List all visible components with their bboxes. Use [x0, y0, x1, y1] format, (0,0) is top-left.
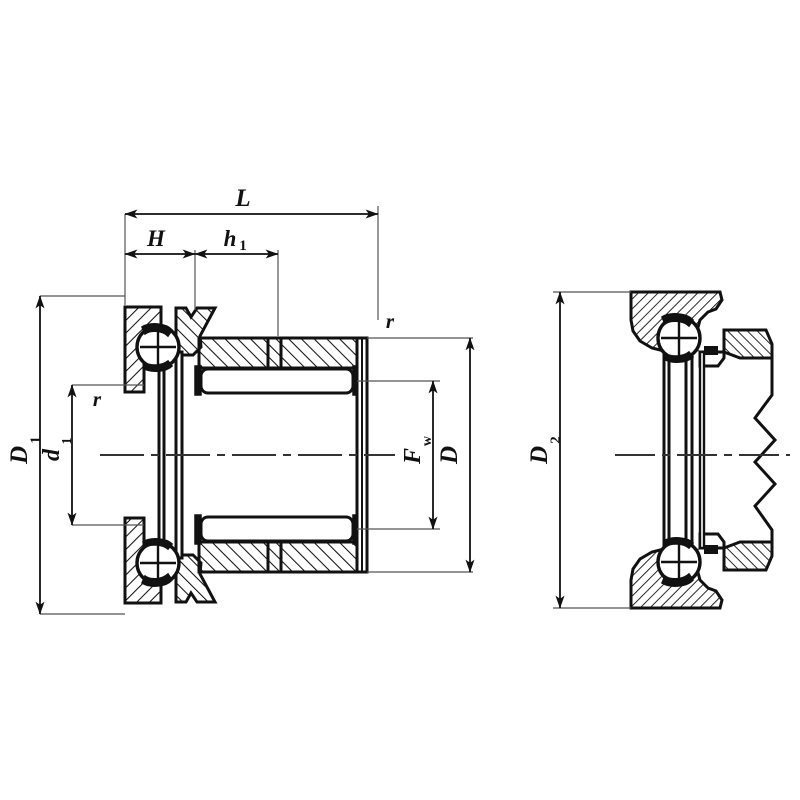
dimension-label-D1-sub: 1 — [28, 436, 44, 444]
ball-bearing-upper — [135, 324, 181, 370]
dimension-label-H: H — [146, 226, 166, 251]
right-bore-body — [698, 350, 726, 550]
dimension-label-Fw-sub: w — [420, 435, 435, 446]
dimension-lines-right-view: D 2 — [526, 291, 565, 609]
dimension-h1: h 1 — [194, 226, 279, 259]
dimension-label-D1: D — [6, 446, 33, 465]
dimension-L: L — [124, 185, 379, 219]
roller-cage-left-upper — [194, 365, 202, 396]
dimension-label-r-left: r — [93, 387, 102, 411]
dimension-r-upper: r — [386, 309, 395, 333]
right-seal-plate-third — [698, 350, 706, 550]
right-inner-hub-lower — [722, 540, 774, 572]
dimension-Fw: F w — [400, 380, 438, 530]
needle-roller-lower — [199, 515, 355, 543]
dimension-D2: D 2 — [526, 291, 565, 609]
right-seal-plate-outer — [662, 350, 671, 550]
dimension-label-d1-sub: 1 — [60, 438, 75, 445]
right-inner-hub-upper — [722, 328, 774, 360]
right-seal-block-upper — [704, 346, 718, 355]
ball-bearing-lower — [135, 540, 181, 586]
inner-sleeve-lower — [197, 540, 359, 574]
dimension-label-r-upper: r — [386, 309, 395, 333]
dimension-label-Fw: F — [400, 448, 426, 465]
dimension-d1: d 1 — [39, 384, 77, 526]
dimension-D1: D 1 — [6, 295, 45, 615]
ball-cage-clip-lower — [140, 538, 174, 587]
end-section-view — [553, 290, 790, 610]
dimension-label-D: D — [436, 446, 463, 465]
dimension-label-d1: d — [39, 448, 65, 461]
dimension-label-L: L — [234, 185, 250, 212]
dimension-label-D2: D — [526, 446, 553, 465]
dimension-label-h1: h — [224, 226, 237, 251]
right-seal-block-lower — [704, 545, 718, 554]
dimension-H: H — [124, 226, 196, 259]
axial-section-view — [40, 206, 473, 615]
dimension-label-D2-sub: 2 — [548, 436, 564, 444]
extension-lines-left-view — [40, 206, 473, 615]
dimension-D: D — [436, 337, 475, 573]
dimension-r-left: r — [93, 387, 102, 411]
right-ball-cage-clip-upper — [660, 313, 695, 363]
break-line-zigzag — [752, 358, 778, 542]
dimension-lines-left-view: L H h 1 D 1 d 1 F w — [6, 185, 475, 615]
right-ball-cage-clip-lower — [660, 537, 695, 587]
extension-lines-right-view — [553, 291, 631, 609]
dimension-label-h1-sub: 1 — [239, 238, 247, 254]
right-seal-plate-inner — [684, 350, 694, 550]
ball-cage-clip-upper — [140, 323, 174, 372]
seal-plate-outer — [157, 350, 166, 560]
needle-roller-upper — [199, 367, 355, 395]
inner-sleeve-upper — [197, 336, 359, 370]
roller-cage-left-lower — [194, 514, 202, 545]
